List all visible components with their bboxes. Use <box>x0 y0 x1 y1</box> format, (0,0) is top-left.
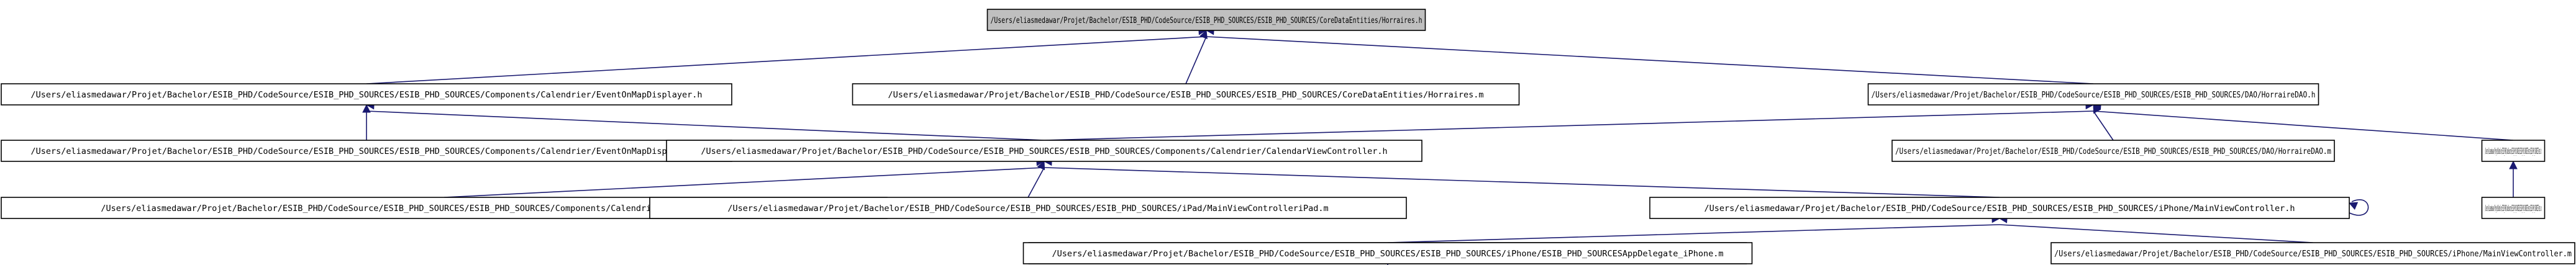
node-box <box>1891 140 2335 162</box>
graph-node[interactable]: /Users/eliasmedawar/Projet/Bachelor/ESIB… <box>2481 197 2546 219</box>
node-label: /Users/eliasmedawar/Projet/Bachelor/ESIB… <box>1872 90 2316 100</box>
edge-self-loop <box>2349 199 2369 216</box>
node-box <box>1649 197 2350 219</box>
node-label: /Users/eliasmedawar/Projet/Bachelor/ESIB… <box>2054 249 2572 259</box>
edge-line <box>1044 167 2000 198</box>
graph-edge <box>366 26 1208 84</box>
edge-arrowhead <box>362 104 371 113</box>
graph-edge <box>362 104 371 140</box>
edge-arrowhead <box>1199 29 1208 40</box>
node-label: /Users/eliasmedawar/Projet/Bachelor/ESIB… <box>1895 146 2331 156</box>
edge-line <box>1387 224 2000 243</box>
graph-edge <box>1998 215 2313 243</box>
node-label: /Users/eliasmedawar/Projet/Bachelor/ESIB… <box>2485 204 2542 213</box>
graph-node[interactable]: /Users/eliasmedawar/Projet/Bachelor/ESIB… <box>1867 83 2319 106</box>
node-label: /Users/eliasmedawar/Projet/Bachelor/ESIB… <box>31 90 703 100</box>
node-label: /Users/eliasmedawar/Projet/Bachelor/ESIB… <box>888 90 1483 100</box>
node-label: /Users/eliasmedawar/Projet/Bachelor/ESIB… <box>31 146 703 156</box>
graph-edge <box>1043 157 2000 198</box>
graph-node[interactable]: /Users/eliasmedawar/Projet/Bachelor/ESIB… <box>2050 242 2575 264</box>
graph-edge <box>2092 101 2514 141</box>
node-box <box>649 197 1407 219</box>
graph-node[interactable]: /Users/eliasmedawar/Projet/Bachelor/ESIB… <box>852 83 1520 106</box>
graph-node[interactable]: /Users/eliasmedawar/Projet/Bachelor/ESIB… <box>1 83 732 106</box>
node-box <box>666 140 1422 162</box>
graph-edge <box>2093 104 2114 141</box>
edge-line <box>2093 110 2514 141</box>
edge-line <box>1999 224 2313 243</box>
node-box <box>2050 242 2575 264</box>
node-box <box>1 83 732 106</box>
edge-line <box>1206 36 2094 84</box>
graph-edge <box>365 101 1045 141</box>
node-label: /Users/eliasmedawar/Projet/Bachelor/ESIB… <box>991 16 1422 25</box>
edge-line <box>2093 110 2114 141</box>
graph-node[interactable]: /Users/eliasmedawar/Projet/Bachelor/ESIB… <box>1 140 732 162</box>
edge-line <box>366 36 1207 84</box>
edge-line <box>444 167 1045 198</box>
node-box <box>1022 242 1753 264</box>
graph-node[interactable]: /Users/eliasmedawar/Projet/Bachelor/ESIB… <box>666 140 1422 162</box>
graph-edge <box>2509 160 2518 197</box>
edge-line <box>1027 167 1045 198</box>
node-label: /Users/eliasmedawar/Projet/Bachelor/ESIB… <box>2485 146 2542 156</box>
node-box <box>2481 197 2546 219</box>
graph-edge <box>1027 160 1045 198</box>
edge-arrowhead <box>2509 160 2518 169</box>
node-label: /Users/eliasmedawar/Projet/Bachelor/ESIB… <box>1704 204 2295 213</box>
node-label: /Users/eliasmedawar/Projet/Bachelor/ESIB… <box>701 146 1387 156</box>
graph-edge <box>1185 29 1208 84</box>
graph-edge <box>2348 199 2369 216</box>
node-box <box>986 9 1426 31</box>
node-label: /Users/eliasmedawar/Projet/Bachelor/ESIB… <box>1052 249 1724 259</box>
graph-node-root[interactable]: /Users/eliasmedawar/Projet/Bachelor/ESIB… <box>986 9 1426 31</box>
node-box <box>1867 83 2319 106</box>
graph-node[interactable]: /Users/eliasmedawar/Projet/Bachelor/ESIB… <box>1649 197 2350 219</box>
graph-node[interactable]: /Users/eliasmedawar/Projet/Bachelor/ESIB… <box>1022 242 1753 264</box>
node-label: /Users/eliasmedawar/Projet/Bachelor/ESIB… <box>101 204 787 213</box>
nodes-layer: /Users/eliasmedawar/Projet/Bachelor/ESIB… <box>1 9 2575 264</box>
graph-node[interactable]: /Users/eliasmedawar/Projet/Bachelor/ESIB… <box>1891 140 2335 162</box>
graph-node[interactable]: /Users/eliasmedawar/Projet/Bachelor/ESIB… <box>2481 140 2546 162</box>
graph-edge <box>1044 101 2095 141</box>
edge-arrowhead <box>2348 202 2359 210</box>
edge-line <box>1044 110 2094 141</box>
graph-edge <box>1205 26 2094 84</box>
edge-line <box>366 110 1045 141</box>
edge-arrowhead <box>1037 160 1045 171</box>
node-label: /Users/eliasmedawar/Projet/Bachelor/ESIB… <box>727 204 1328 213</box>
node-box <box>2481 140 2546 162</box>
node-box <box>852 83 1520 106</box>
edge-line <box>1185 36 1207 84</box>
graph-edge <box>444 157 1045 198</box>
graph-edge <box>1387 214 2001 243</box>
graph-node[interactable]: /Users/eliasmedawar/Projet/Bachelor/ESIB… <box>649 197 1407 219</box>
